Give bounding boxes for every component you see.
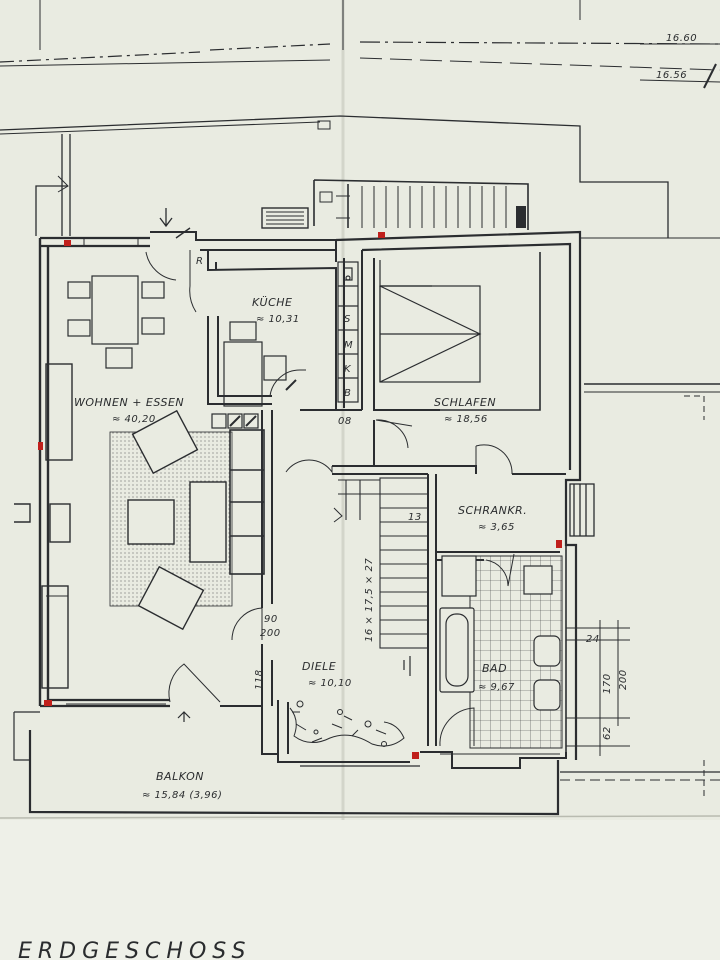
kitchen-fixtures (223, 261, 359, 407)
stair-step-count: 13 (408, 512, 422, 523)
site-lines (0, 0, 720, 800)
svg-text:K: K (344, 364, 352, 375)
room-name-diele: DIELE (302, 660, 336, 673)
room-name-bad: BAD (482, 662, 507, 675)
bed (379, 260, 482, 383)
bath-dimensions (566, 620, 630, 756)
balkon-outline (13, 711, 560, 816)
entry-arrow (159, 208, 173, 228)
svg-text:M: M (344, 340, 353, 351)
living-rug (109, 409, 265, 631)
misc-labels: 90 200 16 × 17,5 × 27 13 08 118 R (196, 256, 422, 690)
door-height-200: 200 (260, 628, 281, 639)
column-markers (38, 232, 562, 759)
exterior-walls (14, 230, 582, 769)
dim-170: 170 (602, 673, 613, 694)
mark-r: R (196, 256, 203, 267)
room-name-balkon: BALKON (156, 770, 204, 783)
room-area-kueche: ≈ 10,31 (256, 314, 300, 325)
room-area-schrank: ≈ 3,65 (478, 522, 515, 533)
door-width-90: 90 (264, 614, 278, 625)
radiator-right (569, 483, 595, 537)
mark-118: 118 (254, 669, 265, 690)
room-area-wohnen: ≈ 40,20 (112, 414, 156, 425)
room-name-schlafen: SCHLAFEN (434, 396, 496, 409)
fireplace (211, 413, 259, 429)
left-boundary (35, 134, 71, 236)
diele-floor-sketch (289, 700, 405, 747)
room-area-diele: ≈ 10,10 (308, 678, 352, 689)
side-cabinets (41, 363, 73, 689)
bathroom (439, 555, 563, 749)
room-name-wohnen: WOHNEN + ESSEN (74, 396, 184, 409)
paper-lower-sheet (0, 820, 720, 960)
kitchen-unit-labels: S M K B (344, 314, 353, 399)
svg-text:B: B (344, 388, 351, 399)
room-name-kueche: KÜCHE (252, 296, 292, 309)
room-labels: KÜCHE ≈ 10,31 WOHNEN + ESSEN ≈ 40,20 SCH… (74, 296, 527, 801)
stair-dimension: 16 × 17,5 × 27 (364, 558, 375, 642)
paper-edge (0, 815, 720, 819)
dim-200: 200 (618, 669, 629, 690)
room-name-schrank: SCHRANKR. (458, 504, 527, 517)
svg-text:S: S (344, 314, 351, 325)
entrance-stairs (261, 179, 529, 230)
staircase (333, 477, 429, 676)
floor-title: ERDGESCHOSS (18, 939, 251, 960)
room-area-bad: ≈ 9,67 (478, 682, 515, 693)
mark-08: 08 (338, 416, 352, 427)
dim-62: 62 (602, 726, 613, 740)
room-area-balkon: ≈ 15,84 (3,96) (142, 790, 222, 801)
elevation-1: 16.60 (666, 33, 697, 44)
elevation-2: 16.56 (656, 70, 687, 81)
dining-set (67, 275, 165, 369)
dim-24: 24 (586, 634, 600, 645)
room-area-schlafen: ≈ 18,56 (444, 414, 488, 425)
